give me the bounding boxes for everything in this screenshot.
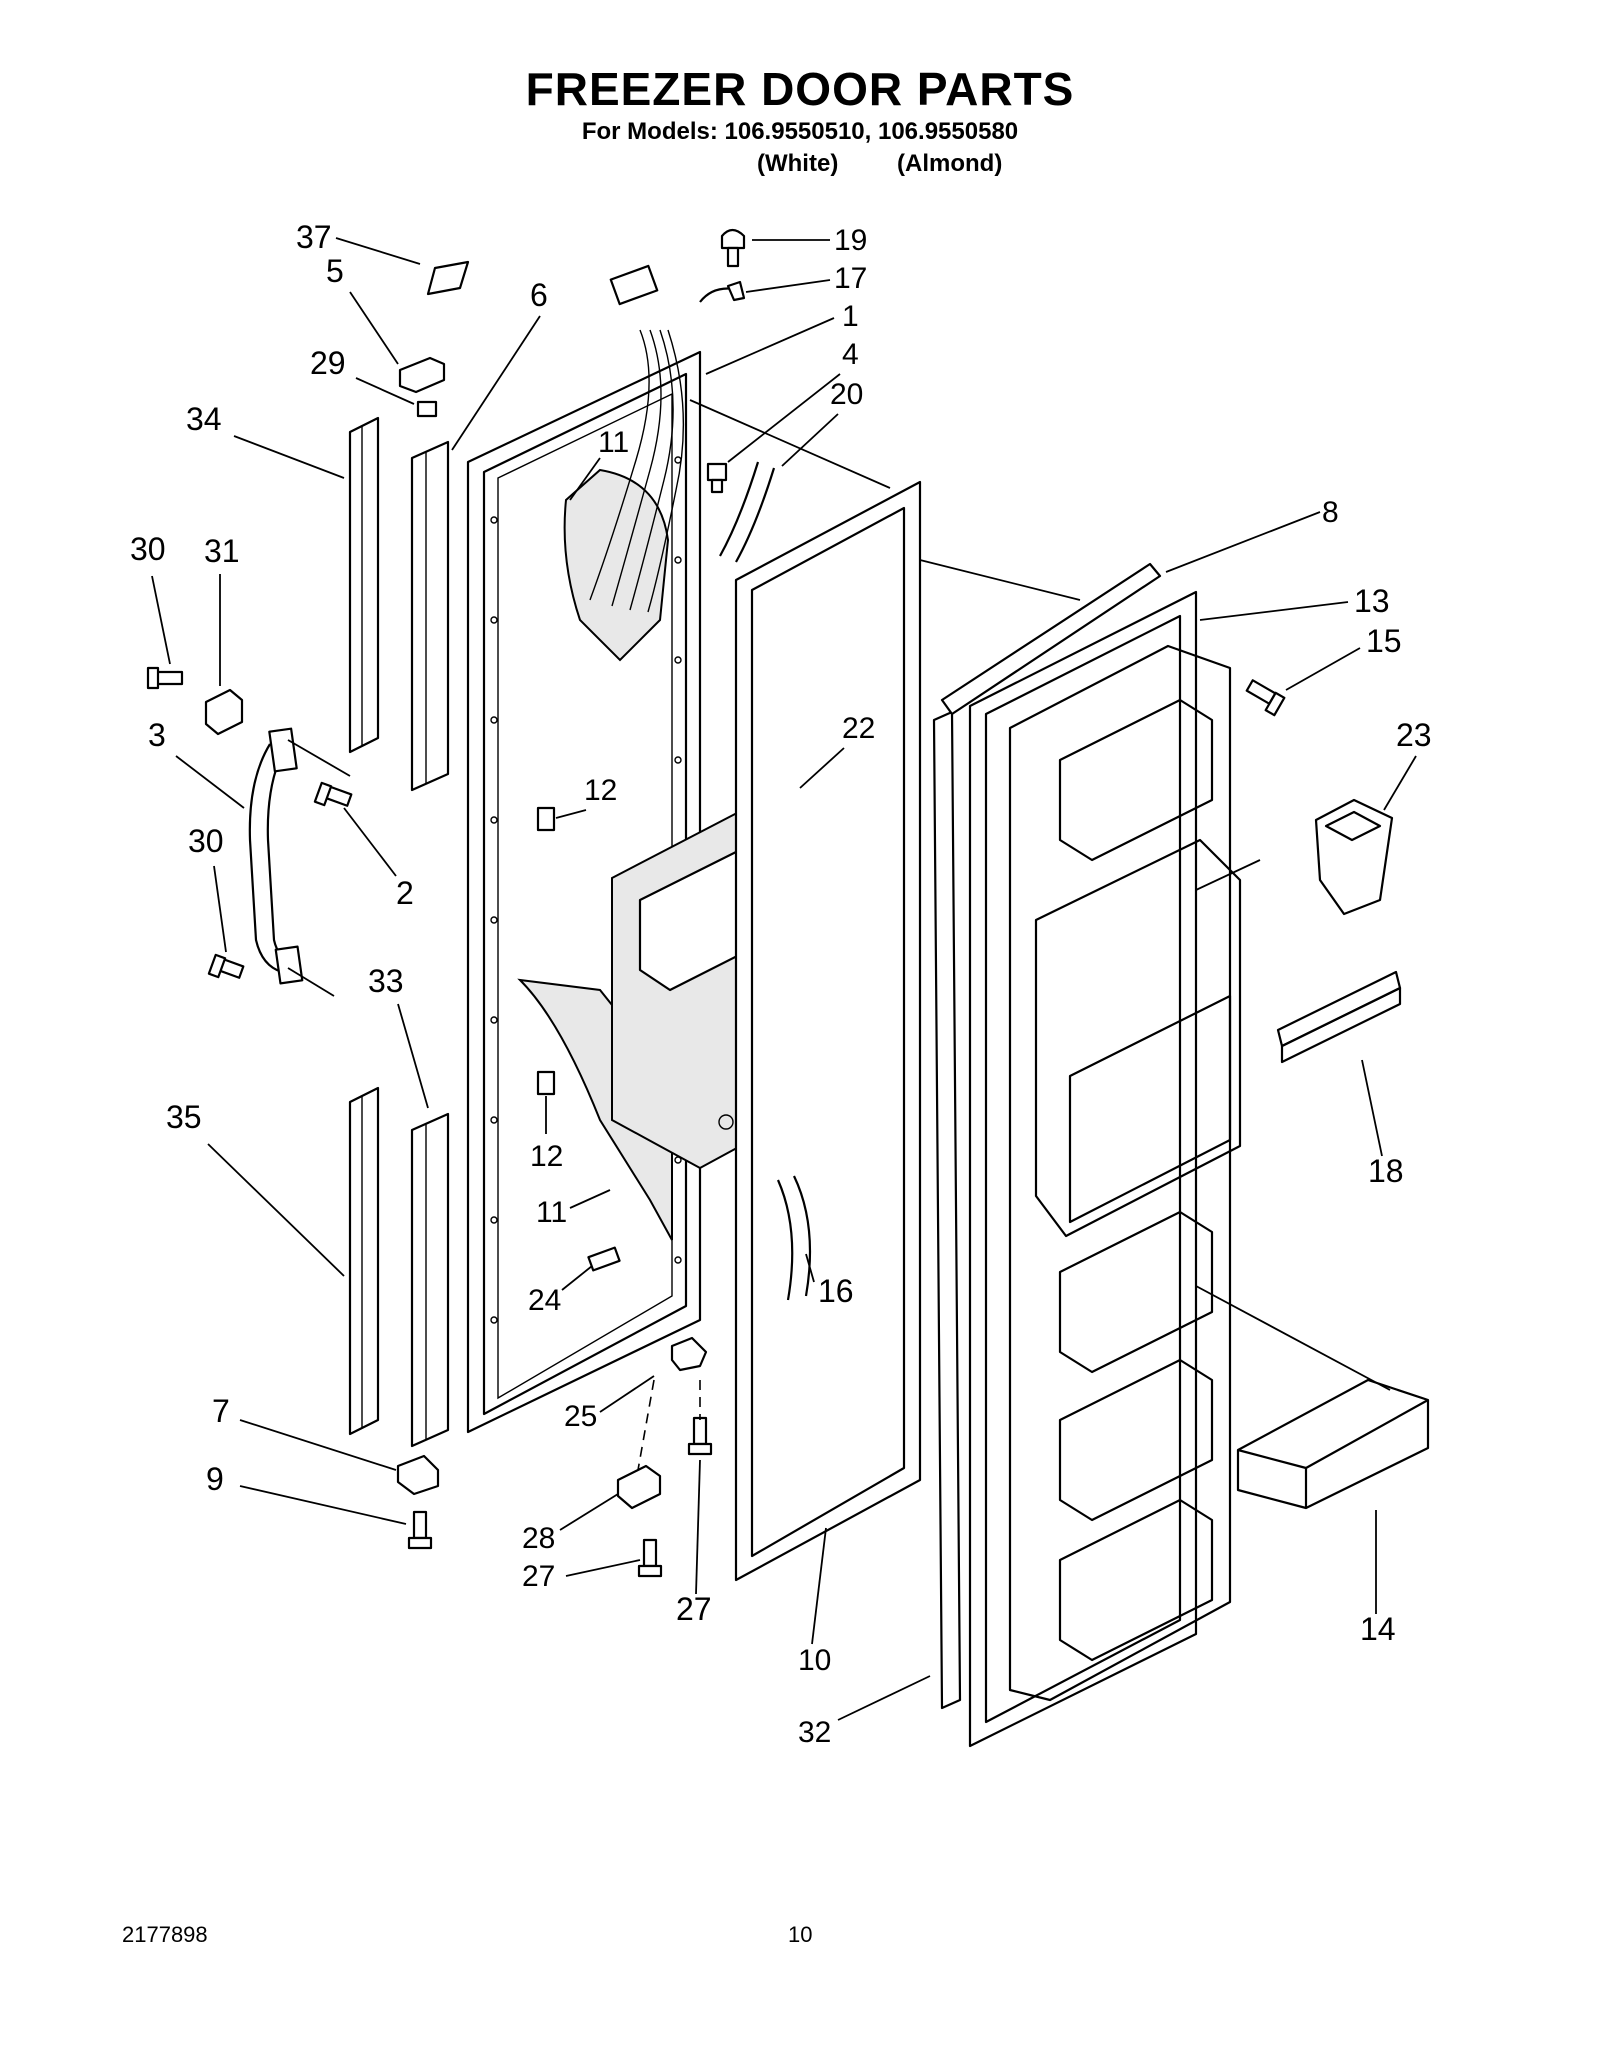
- callout-30a: 30: [130, 531, 166, 567]
- part-13-door-liner: [968, 590, 1198, 1748]
- part-12-bracket-upper: [536, 806, 556, 832]
- part-33-trim-lower: [410, 1112, 450, 1448]
- part-31-handle-cap: [204, 688, 244, 736]
- part-23-ice-chute: [1314, 798, 1394, 916]
- part-27-screw-right: [687, 1416, 713, 1456]
- callout-27a: 27: [522, 1560, 555, 1593]
- part-15-screw: [1245, 679, 1286, 717]
- callout-14: 14: [1360, 1611, 1396, 1647]
- part-34-trim-upper: [348, 416, 380, 754]
- door-rivet-holes: [490, 456, 682, 1324]
- callout-30b: 30: [188, 823, 224, 859]
- callout-29: 29: [310, 345, 346, 381]
- part-12-bracket-lower: [536, 1070, 556, 1096]
- callout-3: 3: [148, 717, 166, 753]
- document-number: 2177898: [122, 1922, 208, 1947]
- callout-25: 25: [564, 1400, 597, 1433]
- wiring-harness: [589, 264, 685, 613]
- part-7-hinge-bracket: [396, 1454, 440, 1496]
- callout-2: 2: [396, 875, 414, 911]
- part-37-label-sticker: [426, 260, 470, 296]
- callout-8: 8: [1322, 496, 1339, 529]
- callout-7: 7: [212, 1393, 230, 1429]
- callout-31: 31: [204, 533, 240, 569]
- part-35-trim-lower: [348, 1086, 380, 1436]
- callout-28: 28: [522, 1522, 555, 1555]
- callout-6: 6: [530, 277, 548, 313]
- callout-27b: 27: [676, 1591, 712, 1627]
- part-5-hinge-bracket: [398, 356, 446, 394]
- part-19-screw: [720, 228, 746, 268]
- color-almond-label: (Almond): [897, 150, 1003, 177]
- part-25-hinge-pin: [670, 1336, 708, 1372]
- callout-11a: 11: [598, 426, 629, 459]
- part-8-breaker-strip: [940, 562, 1162, 716]
- callout-5: 5: [326, 253, 344, 289]
- callout-22: 22: [842, 712, 875, 745]
- callout-32: 32: [798, 1716, 831, 1749]
- part-24-clip: [587, 1246, 621, 1272]
- part-14-door-bin: [1236, 1378, 1430, 1510]
- callout-12a: 12: [584, 774, 617, 807]
- part-28-hinge-bracket: [616, 1464, 662, 1510]
- callout-16: 16: [818, 1273, 854, 1309]
- callout-37: 37: [296, 219, 332, 255]
- page-title: FREEZER DOOR PARTS: [525, 63, 1075, 115]
- page-number: 10: [788, 1922, 813, 1947]
- part-30-screw-upper: [146, 666, 184, 690]
- callout-34: 34: [186, 401, 222, 437]
- part-27-screw-lower: [637, 1538, 663, 1578]
- part-32-trim-strip: [932, 710, 962, 1710]
- callout-15: 15: [1366, 623, 1402, 659]
- part-20-tube: [719, 461, 760, 557]
- color-white-label: (White): [757, 150, 839, 177]
- callout-23: 23: [1396, 717, 1432, 753]
- callout-24: 24: [528, 1284, 561, 1317]
- part-2-screw: [313, 781, 353, 807]
- callout-9: 9: [206, 1461, 224, 1497]
- callout-19: 19: [834, 224, 867, 257]
- callout-18: 18: [1368, 1153, 1404, 1189]
- part-9-screw: [407, 1510, 433, 1550]
- part-3-handle: [248, 743, 283, 974]
- callout-10: 10: [798, 1644, 831, 1677]
- callout-1: 1: [842, 300, 859, 333]
- part-6-trim-upper: [410, 440, 450, 792]
- callout-12b: 12: [530, 1140, 563, 1173]
- callout-4: 4: [842, 338, 859, 371]
- callout-20: 20: [830, 378, 863, 411]
- callout-17: 17: [834, 262, 867, 295]
- callout-labels: 37 5 29 34 6 30 31 3 30 2 33 35 7 9 19 1…: [130, 219, 1432, 1749]
- callout-33: 33: [368, 963, 404, 999]
- part-16-drain-tube: [776, 1179, 794, 1301]
- models-subtitle: For Models: 106.9550510, 106.9550580: [581, 118, 1019, 145]
- callout-13: 13: [1354, 583, 1390, 619]
- callout-11b: 11: [536, 1196, 567, 1229]
- callout-35: 35: [166, 1099, 202, 1135]
- part-29-shim: [416, 400, 438, 418]
- part-30-screw-lower: [207, 953, 245, 979]
- part-4-screw: [706, 462, 728, 494]
